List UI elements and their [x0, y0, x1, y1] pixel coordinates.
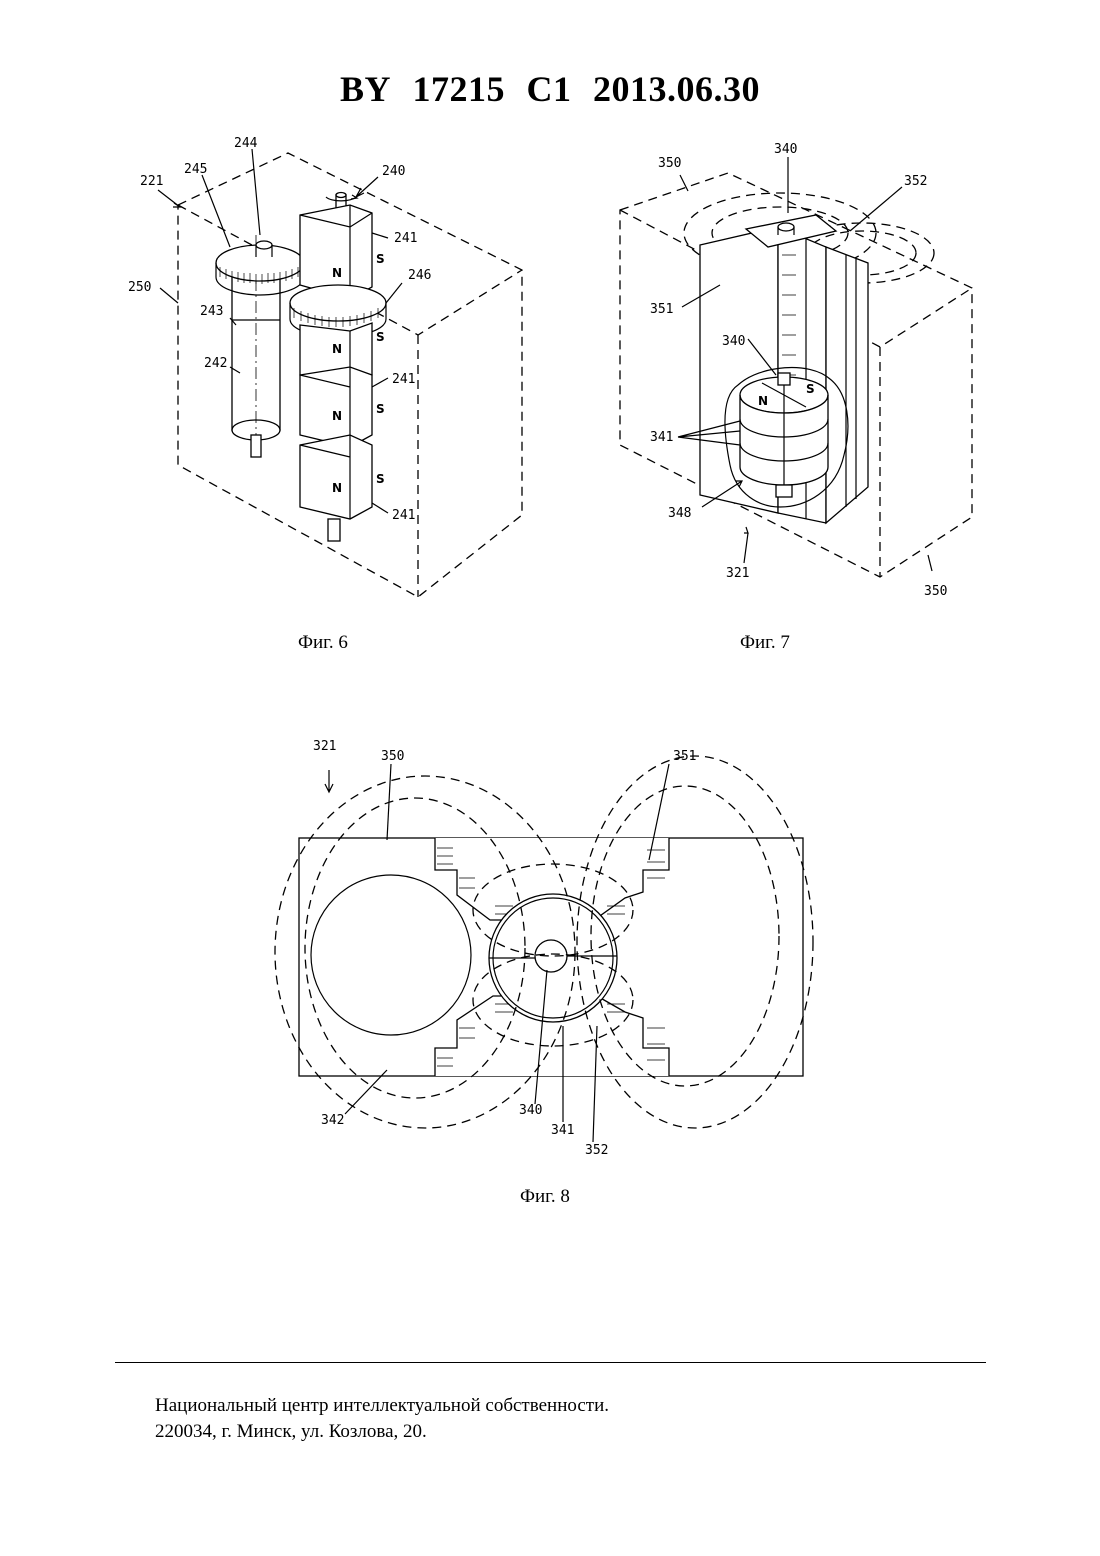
ref-label: 350 — [381, 749, 404, 764]
pole-label: N — [758, 394, 768, 408]
figure-7-drawing: S N 350 340 352 351 340 341 348 321 350 — [610, 135, 1000, 615]
rotor-340-fig8 — [489, 894, 617, 1022]
ref-label: 221 — [140, 174, 163, 189]
patent-header: BY 17215 C1 2013.06.30 — [0, 68, 1100, 110]
ref-label: 321 — [313, 739, 336, 754]
country-code: BY — [340, 69, 391, 109]
ref-label: 350 — [658, 156, 681, 171]
ref-label: 352 — [904, 174, 927, 189]
footer-address: 220034, г. Минск, ул. Козлова, 20. — [155, 1419, 609, 1445]
ref-label: 244 — [234, 136, 258, 151]
pole-label: S — [376, 472, 385, 486]
publication-date: 2013.06.30 — [593, 69, 760, 109]
ref-label: 341 — [650, 430, 673, 445]
ref-label: 351 — [673, 749, 696, 764]
ref-label: 351 — [650, 302, 673, 317]
ref-label: 241 — [392, 372, 415, 387]
pole-label: S — [376, 402, 385, 416]
pole-label: N — [332, 481, 342, 495]
ref-label: 340 — [774, 142, 797, 157]
pole-label: S — [806, 382, 815, 396]
ref-label: 242 — [204, 356, 227, 371]
pole-label: N — [332, 266, 342, 280]
pole-label: S — [376, 330, 385, 344]
figure-8-drawing: 321 350 351 342 340 341 352 — [295, 730, 815, 1170]
ref-label: 341 — [551, 1123, 574, 1138]
figure-6-drawing: N S N S N S N S 221 244 245 240 241 246 … — [120, 135, 540, 615]
ref-label: 340 — [519, 1103, 542, 1118]
ref-label: 352 — [585, 1143, 608, 1158]
ref-label: 250 — [128, 280, 151, 295]
kind-code: C1 — [527, 69, 572, 109]
ref-label: 246 — [408, 268, 431, 283]
patent-number: 17215 — [413, 69, 506, 109]
pole-label: N — [332, 409, 342, 423]
footer: Национальный центр интеллектуальной собс… — [155, 1393, 609, 1445]
ref-label: 241 — [394, 231, 417, 246]
footer-organization: Национальный центр интеллектуальной собс… — [155, 1393, 609, 1419]
pole-label: N — [332, 342, 342, 356]
ref-label: 243 — [200, 304, 223, 319]
ref-label: 241 — [392, 508, 415, 523]
figure-7-caption: Фиг. 7 — [740, 632, 790, 654]
ref-label: 348 — [668, 506, 691, 521]
figure-8-caption: Фиг. 8 — [520, 1186, 570, 1208]
ref-label: 340 — [722, 334, 745, 349]
footer-rule — [115, 1362, 986, 1363]
ref-label: 240 — [382, 164, 405, 179]
figure-6-caption: Фиг. 6 — [298, 632, 348, 654]
ref-label: 245 — [184, 162, 207, 177]
ref-label: 342 — [321, 1113, 344, 1128]
ref-label: 350 — [924, 584, 947, 599]
ref-label: 321 — [726, 566, 749, 581]
pole-label: S — [376, 252, 385, 266]
